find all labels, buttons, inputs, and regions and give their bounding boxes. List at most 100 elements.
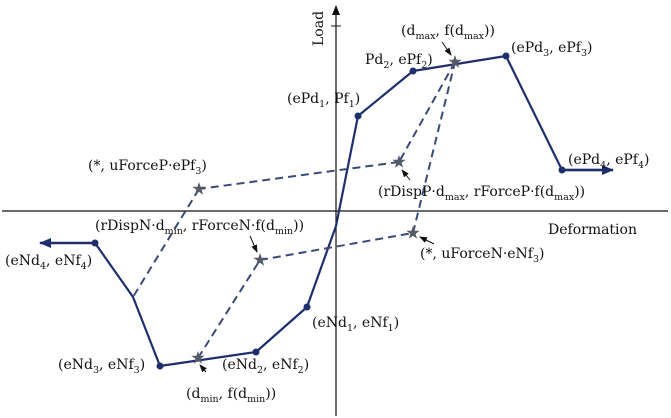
star-rdispn [253, 253, 267, 266]
end2-part-3: 2 [298, 365, 304, 376]
y-axis-label: Load [311, 11, 327, 46]
end2-part-4: ) [304, 357, 309, 373]
leader-rdispn [249, 235, 258, 253]
leader-dmax [441, 41, 452, 56]
leader-dmin [199, 364, 207, 373]
end4-part-0: (eNd [5, 253, 40, 269]
rdispn-part-4: )) [293, 218, 304, 234]
star-dmax [448, 55, 462, 68]
end2-part-0: (eNd [222, 357, 257, 373]
end4-part-4: ) [87, 253, 92, 269]
pd2-part-3: 2 [421, 60, 427, 71]
pd2-part-1: 2 [383, 60, 389, 71]
end3-part-0: (eNd [58, 357, 93, 373]
uforcen-part-0: (*, uForceN·eNf [420, 246, 535, 262]
star-uforcep [192, 182, 206, 195]
label-end4: (eNd4, eNf4) [5, 253, 92, 272]
rdispp-part-3: max [554, 192, 575, 203]
label-end3: (eNd3, eNf3) [58, 357, 145, 376]
epd1-part-4: ) [355, 91, 360, 107]
star-dmin [191, 351, 205, 364]
leader-arrows [199, 41, 452, 373]
dmax-part-2: , f(d [435, 23, 464, 39]
epd3-part-1: 3 [543, 48, 549, 59]
end1-part-3: 1 [388, 323, 394, 334]
end3-part-4: ) [140, 357, 145, 373]
end3-part-3: 3 [134, 365, 140, 376]
end1-part-4: ) [394, 315, 399, 331]
rdispn-part-1: min [165, 226, 183, 237]
dashed-cyclic-paths [132, 61, 456, 359]
epd4-part-1: 4 [600, 160, 606, 171]
uforcep-part-0: (*, uForceP·ePf [88, 158, 197, 174]
rdispp-part-0: (rDispP·d [378, 184, 445, 200]
label-uforcen: (*, uForceN·eNf3) [420, 246, 545, 265]
epd3-part-2: , ePf [549, 40, 583, 56]
rdispp-part-4: )) [574, 184, 585, 200]
point-end4 [91, 239, 99, 247]
label-end2: (eNd2, eNf2) [222, 357, 309, 376]
dashed-path-c [412, 61, 456, 234]
leader-rdispp [401, 169, 411, 181]
point-epd4 [558, 166, 566, 174]
end1-part-0: (eNd [312, 315, 347, 331]
dmin-part-4: )) [265, 386, 276, 402]
end4-part-2: , eNf [46, 253, 82, 269]
x-axis-label: Deformation [548, 222, 637, 238]
point-end1 [303, 303, 311, 311]
epd1-part-3: 1 [349, 99, 355, 110]
dashed-path-e [198, 161, 400, 190]
label-epd4: (ePd4, ePf4) [568, 152, 650, 171]
dmax-part-4: )) [484, 23, 495, 39]
pd2-part-4: ) [427, 52, 432, 68]
epd4-part-0: (ePd [568, 152, 600, 168]
dashed-path-d [398, 61, 456, 163]
dashed-path-a [197, 259, 261, 359]
point-pd2 [409, 67, 417, 75]
point-epd1 [354, 112, 362, 120]
label-pd2: Pd2, ePf2) [365, 52, 433, 71]
dmax-part-1: max [415, 31, 436, 42]
dmin-part-1: min [200, 394, 218, 405]
rdispn-part-0: (rDispN·d [95, 218, 165, 234]
rdispp-part-2: , rForceP·f(d [465, 184, 554, 200]
pd2-part-2: , ePf [389, 52, 423, 68]
label-dmax: (dmax, f(dmax)) [401, 23, 495, 42]
epd3-part-0: (ePd [511, 40, 543, 56]
epd1-part-1: 1 [319, 99, 325, 110]
point-epd3 [502, 52, 510, 60]
epd3-part-3: 3 [581, 48, 587, 59]
rdispn-part-2: , rForceN·f(d [183, 218, 275, 234]
end2-part-2: , eNf [263, 357, 299, 373]
uforcep-part-2: ) [201, 158, 206, 174]
uforcen-part-2: ) [539, 246, 544, 262]
rdispn-part-3: min [275, 226, 293, 237]
star-rdispp [392, 155, 406, 168]
dmax-part-0: (d [401, 23, 415, 39]
label-uforcep: (*, uForceP·ePf3) [88, 158, 207, 177]
point-labels: (dmax, f(dmax)) Pd2, ePf2) (ePd3, ePf3) … [5, 23, 650, 405]
end2-part-1: 2 [257, 365, 263, 376]
label-rdispp: (rDispP·dmax, rForceP·f(dmax)) [378, 184, 585, 203]
uforcep-part-1: 3 [195, 166, 201, 177]
dmax-part-3: max [464, 31, 485, 42]
label-rdispn: (rDispN·dmin, rForceN·f(dmin)) [95, 218, 304, 237]
end3-part-2: , eNf [99, 357, 135, 373]
dmin-part-2: , f(d [219, 386, 248, 402]
end1-part-2: , eNf [353, 315, 389, 331]
backbone-points [91, 52, 566, 370]
dashed-path-f [132, 188, 200, 298]
epd4-part-4: ) [644, 152, 649, 168]
label-epd1: (ePd1, Pf1) [287, 91, 360, 110]
epd3-part-4: ) [587, 40, 592, 56]
star-markers [191, 55, 462, 364]
pd2-part-0: Pd [365, 52, 383, 68]
point-end2 [252, 348, 260, 356]
epd4-part-2: , ePf [606, 152, 640, 168]
label-dmin: (dmin, f(dmin)) [186, 386, 276, 405]
dmin-part-3: min [247, 394, 265, 405]
label-epd3: (ePd3, ePf3) [511, 40, 593, 59]
epd1-part-0: (ePd [287, 91, 319, 107]
point-end3 [156, 362, 164, 370]
